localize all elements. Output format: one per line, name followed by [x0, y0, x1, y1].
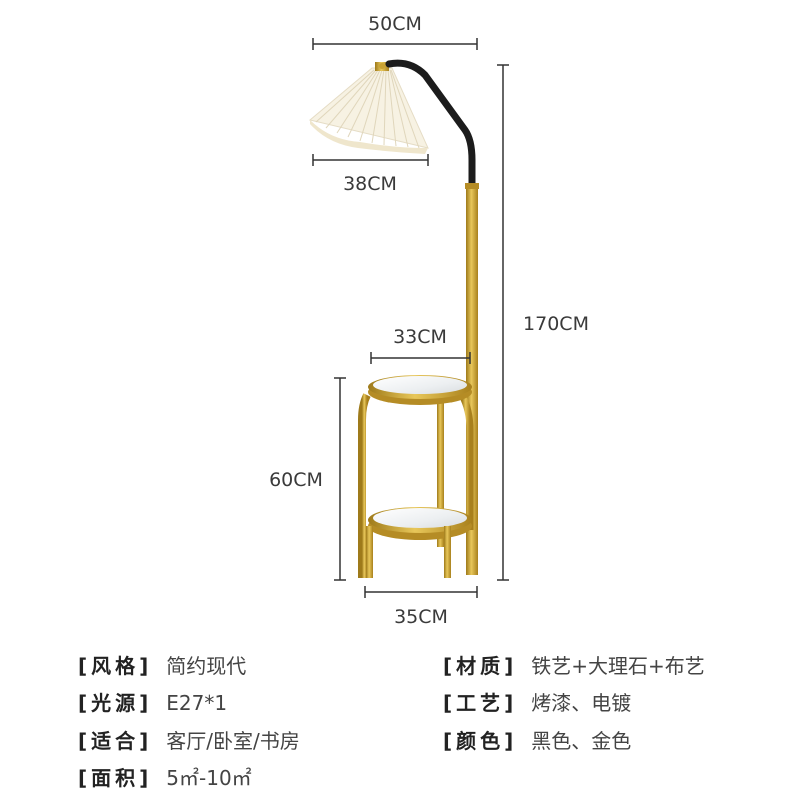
dimension-total-height: 170CM: [497, 64, 589, 581]
spec-key: [适合]: [78, 729, 153, 753]
spec-key: [光源]: [78, 691, 153, 715]
shade-span-label: 50CM: [368, 13, 422, 35]
spec-style: [风格] 简约现代: [78, 650, 246, 679]
spec-key: [材质]: [443, 654, 518, 678]
dimension-base-width: 35CM: [364, 586, 478, 628]
dimension-shade-diameter: 38CM: [312, 154, 429, 195]
spec-craft: [工艺] 烤漆、电镀: [443, 687, 631, 716]
spec-key: [工艺]: [443, 691, 518, 715]
spec-value: 烤漆、电镀: [531, 691, 632, 715]
lamp-diagram: 50CM 170CM 38CM: [269, 13, 589, 628]
marble-top: [373, 376, 467, 394]
spec-list: [风格] 简约现代 [光源] E27*1 [适合] 客厅/卧室/书房 [面积] 5㎡-1…: [0, 640, 790, 800]
spec-suitable-room: [适合] 客厅/卧室/书房: [78, 725, 300, 754]
spec-color: [颜色] 黑色、金色: [443, 725, 631, 754]
dimension-shade-span: 50CM: [312, 13, 478, 50]
marble-bottom: [373, 508, 467, 528]
spec-value: 铁艺+大理石+布艺: [531, 654, 705, 678]
table-top-label: 33CM: [393, 326, 447, 348]
spec-material: [材质] 铁艺+大理石+布艺: [443, 650, 705, 679]
spec-value: 简约现代: [166, 654, 247, 678]
spec-key: [面积]: [78, 766, 153, 790]
shade-diameter-label: 38CM: [343, 173, 397, 195]
spec-value: E27*1: [166, 691, 228, 715]
dimension-table-top: 33CM: [370, 326, 471, 364]
lamp-arm: [385, 59, 476, 189]
spec-value: 客厅/卧室/书房: [166, 729, 300, 753]
side-table: [358, 375, 474, 578]
base-width-label: 35CM: [394, 606, 448, 628]
total-height-label: 170CM: [523, 313, 589, 335]
spec-area: [面积] 5㎡-10㎡: [78, 762, 252, 791]
spec-value: 黑色、金色: [531, 729, 632, 753]
spec-key: [风格]: [78, 654, 153, 678]
spec-light-source: [光源] E27*1: [78, 687, 227, 716]
table-height-label: 60CM: [269, 469, 323, 491]
dimension-table-height: 60CM: [269, 377, 346, 581]
lamp-shade: [308, 62, 429, 154]
spec-key: [颜色]: [443, 729, 518, 753]
spec-value: 5㎡-10㎡: [166, 766, 252, 790]
